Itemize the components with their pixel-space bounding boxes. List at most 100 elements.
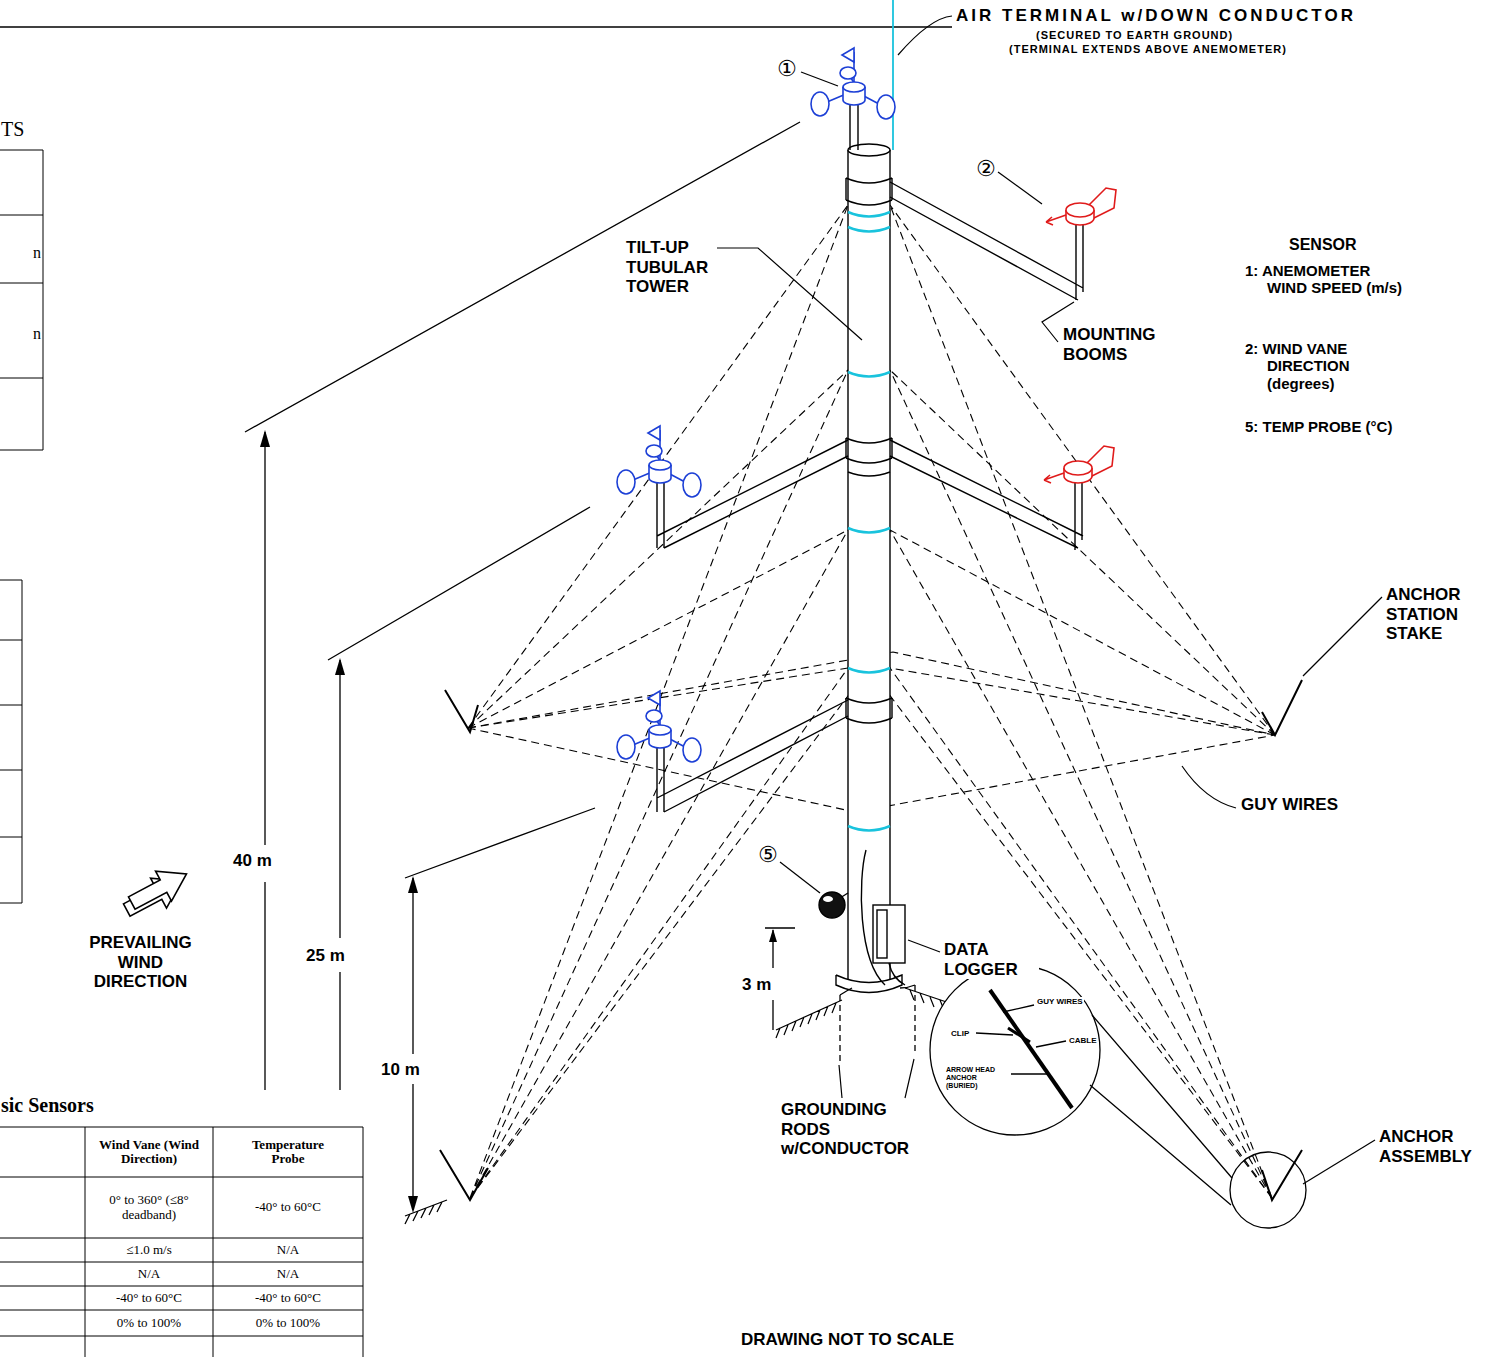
prevailing-wind-arrow-part-part — [124, 859, 195, 918]
dimension-lines-part — [328, 507, 590, 1090]
anchor-inset-part — [1230, 1152, 1306, 1228]
part-label: GUY WIRES — [1240, 795, 1339, 815]
data-logger-part — [873, 905, 905, 963]
leader-lines-part — [1182, 766, 1236, 808]
left-tables-part — [0, 1127, 363, 1357]
frame-line — [0, 26, 952, 27]
data-logger — [861, 850, 905, 985]
guy-wires-part — [468, 205, 848, 728]
table-cell: ≤1.0 m/s — [87, 1239, 211, 1261]
ground-hatch-part — [776, 1000, 842, 1038]
anemometers-part — [617, 426, 701, 497]
table-cell: N/A — [215, 1263, 361, 1285]
data-logger-part — [877, 910, 887, 958]
dimension-label: 25 m — [305, 946, 346, 966]
anemometers-part — [811, 48, 895, 119]
dimension-arrowheads — [260, 430, 777, 1213]
anchor-stakes-part — [1262, 1150, 1302, 1200]
anchor-stakes-part — [1262, 680, 1302, 735]
anchor-inset-part — [930, 965, 1100, 1135]
grounding-rods-part — [840, 985, 915, 995]
left-tables-part — [0, 580, 22, 903]
air-terminal-part — [892, 0, 894, 150]
anchor-inset-part — [990, 990, 1072, 1108]
annotation-note: (SECURED TO EARTH GROUND) — [1035, 29, 1234, 42]
tubular-tower-part — [846, 698, 892, 723]
anchor-stakes-part — [440, 1150, 488, 1200]
air-terminal — [892, 0, 894, 150]
table-cell: N/A — [87, 1263, 211, 1285]
leader-lines-part — [1303, 1140, 1375, 1184]
table-cell: 0% to 100% — [215, 1311, 361, 1335]
inset-label: CLIP — [950, 1029, 970, 1038]
prevailing-wind-arrow — [119, 859, 195, 925]
part-label: DATA LOGGER — [943, 940, 1039, 979]
dimension-lines-part — [405, 808, 595, 1210]
prevailing-wind-arrow-part — [124, 859, 195, 918]
dimension-label: 3 m — [741, 975, 772, 995]
part-label: ANCHOR ASSEMBLY — [1378, 1127, 1496, 1166]
leader-lines — [714, 16, 1382, 1184]
mounting-booms-part — [890, 440, 1083, 550]
table-cell: n — [32, 244, 42, 262]
dimension-label: 10 m — [380, 1060, 421, 1080]
dimension-arrowheads-part — [335, 658, 345, 675]
anchor-inset-part — [976, 1005, 1066, 1074]
anchor-inset-part — [1090, 1015, 1232, 1205]
tubular-tower-part — [848, 150, 890, 982]
part-label: ANCHOR STATION STAKE — [1385, 585, 1489, 644]
dimension-arrowheads-part — [408, 876, 418, 893]
leader-lines-part — [714, 248, 862, 340]
callout-number: ② — [975, 158, 997, 180]
tubular-tower-part — [836, 975, 902, 993]
leader-lines-part — [839, 1059, 914, 1098]
table-cell: -40° to 60°C — [215, 1287, 361, 1309]
anemometers — [617, 48, 895, 762]
mounting-booms-part — [890, 182, 1083, 300]
left-tables — [0, 150, 363, 1357]
dimension-arrowheads-part — [408, 1196, 418, 1213]
table-cell: 0% to 100% — [87, 1311, 211, 1335]
left-tables-part — [0, 150, 43, 450]
tower-joints-part — [848, 212, 890, 831]
inset-label: ARROW HEAD ANCHOR (BURIED) — [945, 1066, 1009, 1090]
table-header: Wind Vane (Wind Direction) — [87, 1129, 211, 1175]
wind-label: PREVAILING WIND DIRECTION — [78, 933, 203, 992]
leader-lines-part — [1303, 597, 1382, 676]
table-cell: n — [32, 325, 42, 343]
table-cell: -40° to 60°C — [215, 1179, 361, 1236]
dimension-lines-part — [245, 122, 800, 1090]
temperature-probe-part — [823, 896, 833, 902]
data-logger-part — [889, 963, 905, 985]
tubular-tower — [836, 100, 902, 993]
dimension-label: 40 m — [232, 851, 273, 871]
dimension-lines — [245, 122, 800, 1224]
annotation: AIR TERMINAL w/DOWN CONDUCTOR — [955, 6, 1357, 26]
inset-label: GUY WIRES — [1036, 997, 1084, 1006]
leader-lines-part — [908, 940, 940, 952]
table-title: sic Sensors — [0, 1094, 95, 1117]
tubular-tower-part — [848, 144, 890, 156]
frame-line-part — [0, 26, 952, 27]
note: DRAWING NOT TO SCALE — [740, 1330, 955, 1350]
anchor-inset — [930, 965, 1306, 1228]
inset-label: CABLE — [1068, 1036, 1098, 1045]
table-cell: N/A — [215, 1239, 361, 1261]
anemometers-part — [617, 691, 701, 762]
table-cell: 0° to 360° (≤8° deadband) — [87, 1179, 211, 1236]
dimension-arrowheads-part — [769, 929, 777, 942]
legend-item: 2: WIND VANE DIRECTION (degrees) — [1245, 340, 1413, 392]
table-cell: -40° to 60°C — [87, 1287, 211, 1309]
guy-wires-part — [470, 205, 848, 1198]
leader-lines-part — [898, 16, 952, 55]
wind-vanes-part — [1044, 446, 1114, 483]
anchor-stakes-part — [445, 690, 478, 732]
annotation-note: (TERMINAL EXTENDS ABOVE ANEMOMETER) — [1008, 43, 1288, 56]
tubular-tower-part — [846, 178, 892, 205]
table-title: TS — [0, 118, 25, 141]
temperature-probe — [819, 892, 848, 918]
part-label: TILT-UP TUBULAR TOWER — [625, 238, 717, 297]
legend-heading: SENSOR — [1288, 236, 1358, 254]
temperature-probe-part — [819, 892, 845, 918]
leader-lines-part — [998, 172, 1042, 204]
